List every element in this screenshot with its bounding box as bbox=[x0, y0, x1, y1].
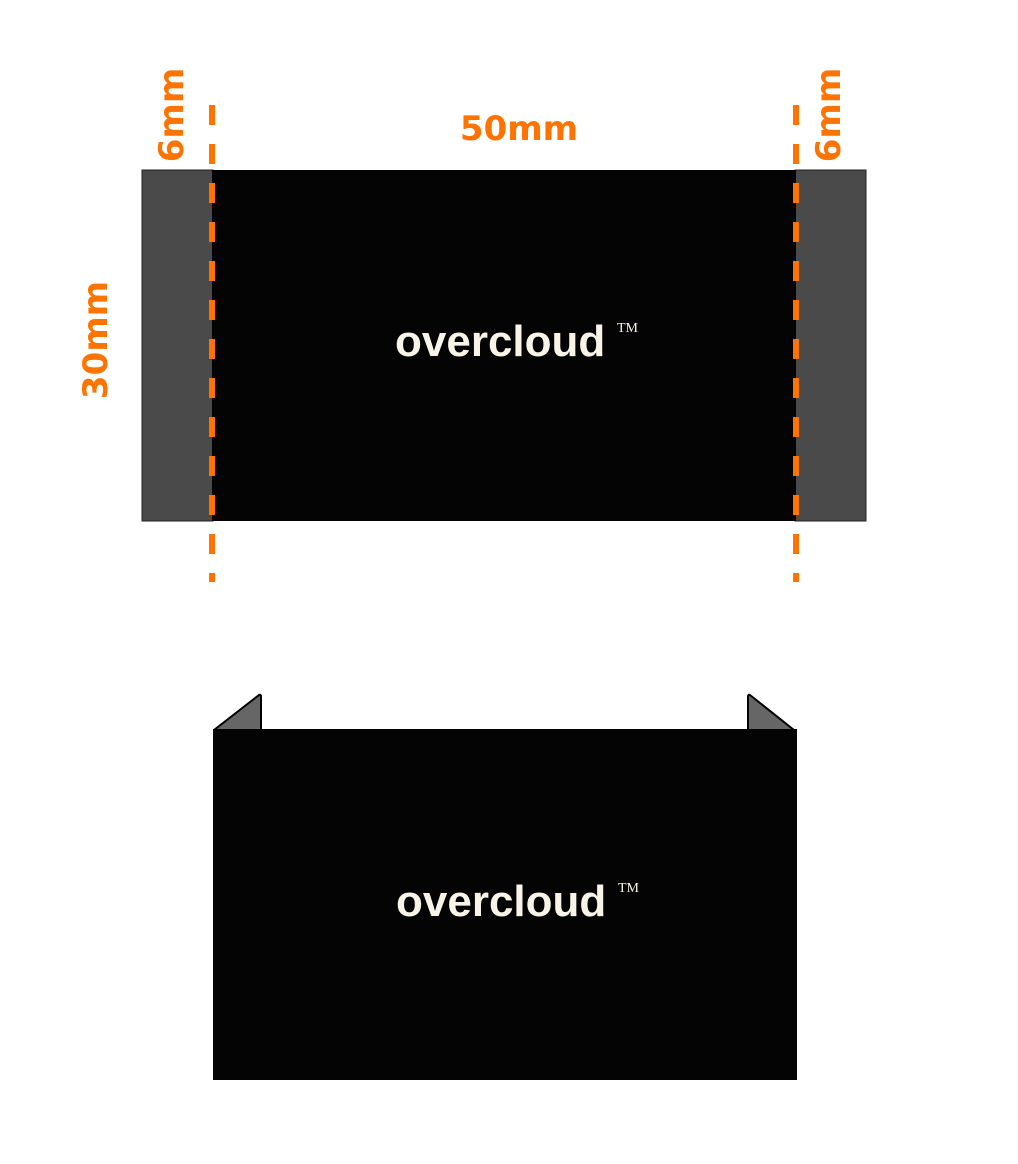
width-label: 50mm bbox=[460, 109, 578, 149]
flat-label: overcloud TM bbox=[141, 169, 867, 522]
logo-text: overcloud bbox=[395, 317, 605, 366]
right-folded-flap bbox=[747, 693, 795, 731]
height-label: 30mm bbox=[76, 281, 116, 399]
left-flap-label: 6mm bbox=[152, 68, 192, 163]
folded-label-body bbox=[213, 729, 797, 1080]
right-flap-label: 6mm bbox=[809, 68, 849, 163]
right-flap bbox=[794, 169, 867, 522]
folded-label: overcloud TM bbox=[213, 693, 797, 1080]
label-body bbox=[212, 170, 796, 521]
left-folded-flap bbox=[213, 693, 262, 731]
logo-trademark: TM bbox=[617, 321, 639, 336]
folded-logo-text: overcloud bbox=[396, 877, 606, 926]
folded-logo-trademark: TM bbox=[618, 881, 640, 896]
left-flap bbox=[141, 169, 214, 522]
